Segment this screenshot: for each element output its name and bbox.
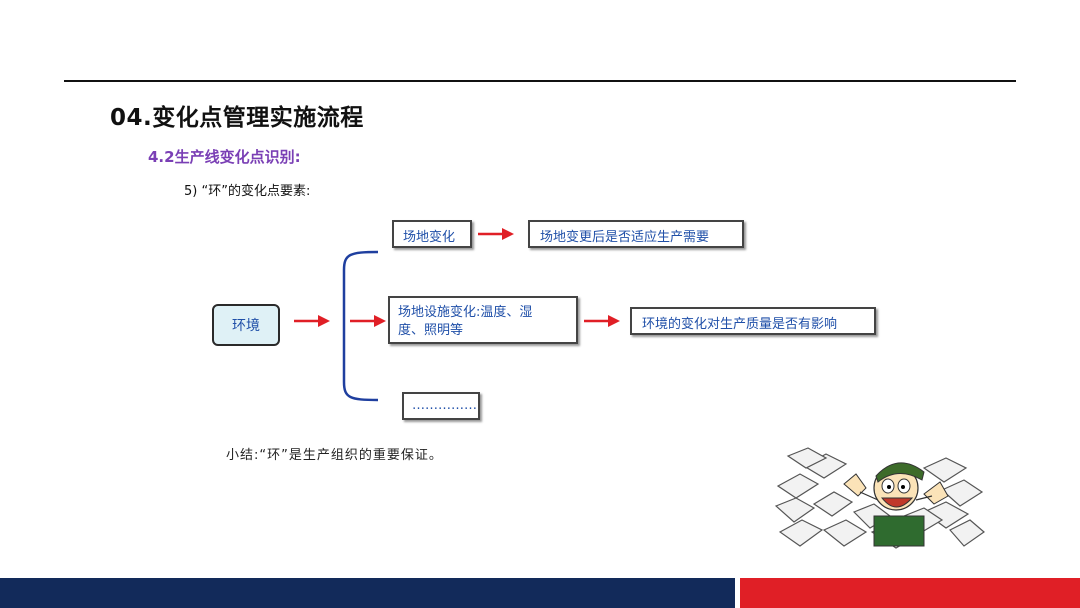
footer-bar-blue (0, 578, 735, 608)
result-box-site-change: 场地变更后是否适应生产需要 (528, 220, 744, 248)
root-node-environment: 环境 (212, 304, 280, 346)
page-title: 04.变化点管理实施流程 (110, 105, 364, 131)
branch-box-facility-change: 场地设施变化:温度、湿 度、照明等 (388, 296, 578, 344)
red-arrow-icon (584, 315, 620, 327)
red-arrow-icon (294, 315, 330, 327)
result-label: 环境的变化对生产质量是否有影响 (642, 317, 838, 332)
bracket-icon (342, 250, 379, 402)
root-node-label: 环境 (232, 318, 260, 334)
branch-label: …………… (412, 398, 477, 413)
top-divider (64, 80, 1016, 82)
result-box-facility-change: 环境的变化对生产质量是否有影响 (630, 307, 876, 335)
cartoon-man-buried-in-boxes-icon (774, 447, 985, 549)
footer-bar-red (740, 578, 1080, 608)
footer-bar-gap (735, 578, 740, 608)
red-arrow-icon (350, 315, 386, 327)
branch-label: 场地变化 (403, 230, 456, 245)
branch-label-line1: 场地设施变化:温度、湿 (398, 305, 533, 320)
summary-text: 小结:“环”是生产组织的重要保证。 (226, 448, 443, 463)
section-subtitle: 4.2生产线变化点识别: (148, 148, 301, 166)
branch-box-ellipsis: …………… (402, 392, 480, 420)
branch-box-site-change: 场地变化 (392, 220, 472, 248)
red-arrow-icon (478, 228, 514, 240)
branch-label-line2: 度、照明等 (398, 323, 464, 338)
item-heading: 5) “环”的变化点要素: (184, 184, 311, 199)
result-label: 场地变更后是否适应生产需要 (540, 230, 710, 245)
